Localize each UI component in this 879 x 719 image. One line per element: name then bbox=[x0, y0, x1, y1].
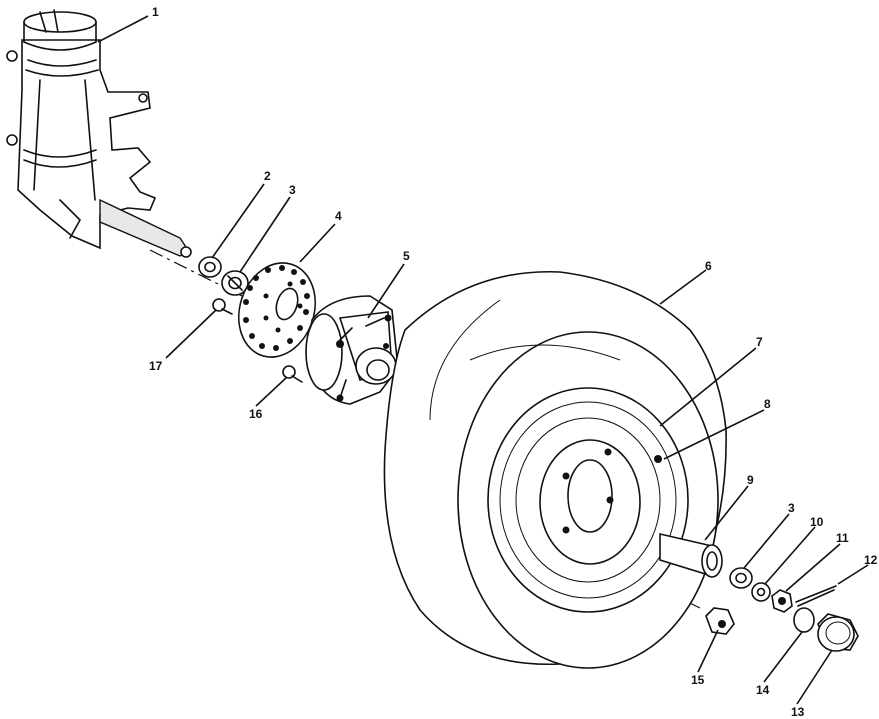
callout-4: 4 bbox=[335, 209, 342, 223]
dust-cap bbox=[817, 613, 859, 652]
wheel-rim bbox=[487, 387, 689, 613]
disc-bolt bbox=[212, 298, 233, 315]
brake-disc bbox=[238, 262, 316, 358]
callout-2: 2 bbox=[264, 169, 271, 183]
callout-11: 11 bbox=[836, 531, 849, 545]
seal-ring bbox=[198, 256, 222, 278]
wheel-hub bbox=[305, 295, 399, 405]
axle-sleeve bbox=[659, 532, 723, 578]
o-ring bbox=[793, 607, 815, 633]
callout-12: 12 bbox=[864, 553, 878, 567]
cotter-pin bbox=[795, 585, 837, 607]
callout-3b: 3 bbox=[788, 501, 795, 515]
callout-7: 7 bbox=[756, 335, 763, 349]
callout-13: 13 bbox=[791, 705, 805, 719]
callout-5: 5 bbox=[403, 249, 410, 263]
callout-10: 10 bbox=[810, 515, 824, 529]
leader-lines bbox=[97, 15, 869, 705]
callout-3a: 3 bbox=[289, 183, 296, 197]
callout-labels: 1 2 3 4 5 6 7 8 9 3 10 11 12 14 13 15 16… bbox=[149, 5, 878, 719]
callout-1: 1 bbox=[152, 5, 159, 19]
callout-15: 15 bbox=[691, 673, 705, 687]
valve-stem bbox=[654, 455, 662, 463]
washer bbox=[751, 582, 771, 602]
callout-8: 8 bbox=[764, 397, 771, 411]
lug-nut bbox=[705, 607, 735, 635]
bearing-inner bbox=[221, 270, 249, 296]
callout-14: 14 bbox=[756, 683, 770, 697]
spindle-knuckle bbox=[6, 9, 192, 258]
callout-17: 17 bbox=[149, 359, 163, 373]
callout-6: 6 bbox=[705, 259, 712, 273]
callout-16: 16 bbox=[249, 407, 263, 421]
bearing-outer bbox=[729, 567, 753, 589]
callout-9: 9 bbox=[747, 473, 754, 487]
castle-nut bbox=[771, 589, 793, 613]
wheel-stud bbox=[282, 365, 303, 383]
